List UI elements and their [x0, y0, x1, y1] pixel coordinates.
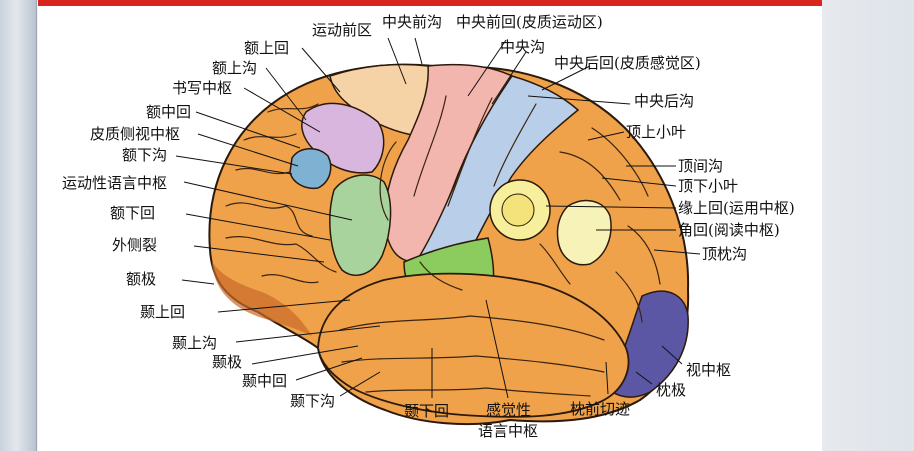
label-superior-parietal: 顶上小叶	[626, 123, 686, 141]
label-writing-center: 书写中枢	[172, 79, 232, 97]
label-temporal-pole: 颞极	[212, 353, 242, 371]
motor-speech-area	[329, 174, 392, 276]
label-superior-frontal-gyrus: 额上回	[244, 39, 289, 57]
label-precentral-sulcus: 中央前沟	[382, 13, 442, 31]
label-middle-frontal-gyrus: 额中回	[146, 103, 191, 121]
frontal-pole-shade	[212, 262, 312, 336]
label-parieto-occipital: 顶枕沟	[702, 245, 747, 263]
temporal-lobe	[317, 272, 630, 418]
leader-lines	[175, 37, 701, 399]
label-inferior-temporal-gyrus: 颞下回	[404, 402, 449, 420]
angular-area	[556, 199, 612, 266]
label-preoccipital-notch: 枕前切迹	[570, 400, 630, 418]
label-inferior-temporal-sulcus: 颞下沟	[290, 392, 335, 410]
supramarginal-inner	[501, 193, 535, 227]
label-inferior-parietal: 顶下小叶	[678, 177, 738, 195]
label-motor-speech: 运动性语言中枢	[62, 174, 167, 192]
label-lateral-sulcus: 外侧裂	[112, 236, 157, 254]
label-premotor: 运动前区	[312, 21, 372, 39]
visual-ocular-center-area	[289, 148, 332, 190]
brain-illustration	[208, 63, 690, 426]
label-inferior-frontal-gyrus: 额下回	[110, 204, 155, 222]
label-visual-ocular-center: 皮质侧视中枢	[90, 125, 180, 143]
label-middle-temporal-gyrus: 颞中回	[242, 372, 287, 390]
label-superior-temporal-sulcus: 颞上沟	[172, 334, 217, 352]
label-angular: 角回(阅读中枢)	[678, 221, 780, 239]
labels: 运动前区 中央前沟 中央前回(皮质运动区) 中央沟 中央后回(皮质感觉区) 中央…	[62, 13, 795, 440]
label-supramarginal: 缘上回(运用中枢)	[678, 199, 795, 217]
label-superior-temporal-gyrus: 颞上回	[140, 303, 185, 321]
label-frontal-pole: 额极	[126, 270, 156, 288]
label-postcentral-gyrus: 中央后回(皮质感觉区)	[554, 54, 701, 72]
label-intraparietal: 顶间沟	[678, 157, 723, 175]
label-sensory-language-1: 感觉性	[486, 401, 531, 419]
label-central-sulcus: 中央沟	[500, 38, 545, 56]
label-sensory-language-2: 语言中枢	[478, 422, 538, 440]
label-inferior-frontal-sulcus: 额下沟	[122, 146, 167, 164]
label-occipital-pole: 枕极	[656, 381, 686, 399]
window-right-rail	[822, 0, 914, 451]
slide-top-accent-bar	[38, 0, 822, 6]
label-postcentral-sulcus: 中央后沟	[634, 92, 694, 110]
label-superior-frontal-sulcus: 额上沟	[212, 59, 257, 77]
label-visual-center: 视中枢	[686, 361, 731, 379]
window-left-rail	[0, 0, 37, 451]
label-precentral-gyrus: 中央前回(皮质运动区)	[456, 13, 603, 31]
